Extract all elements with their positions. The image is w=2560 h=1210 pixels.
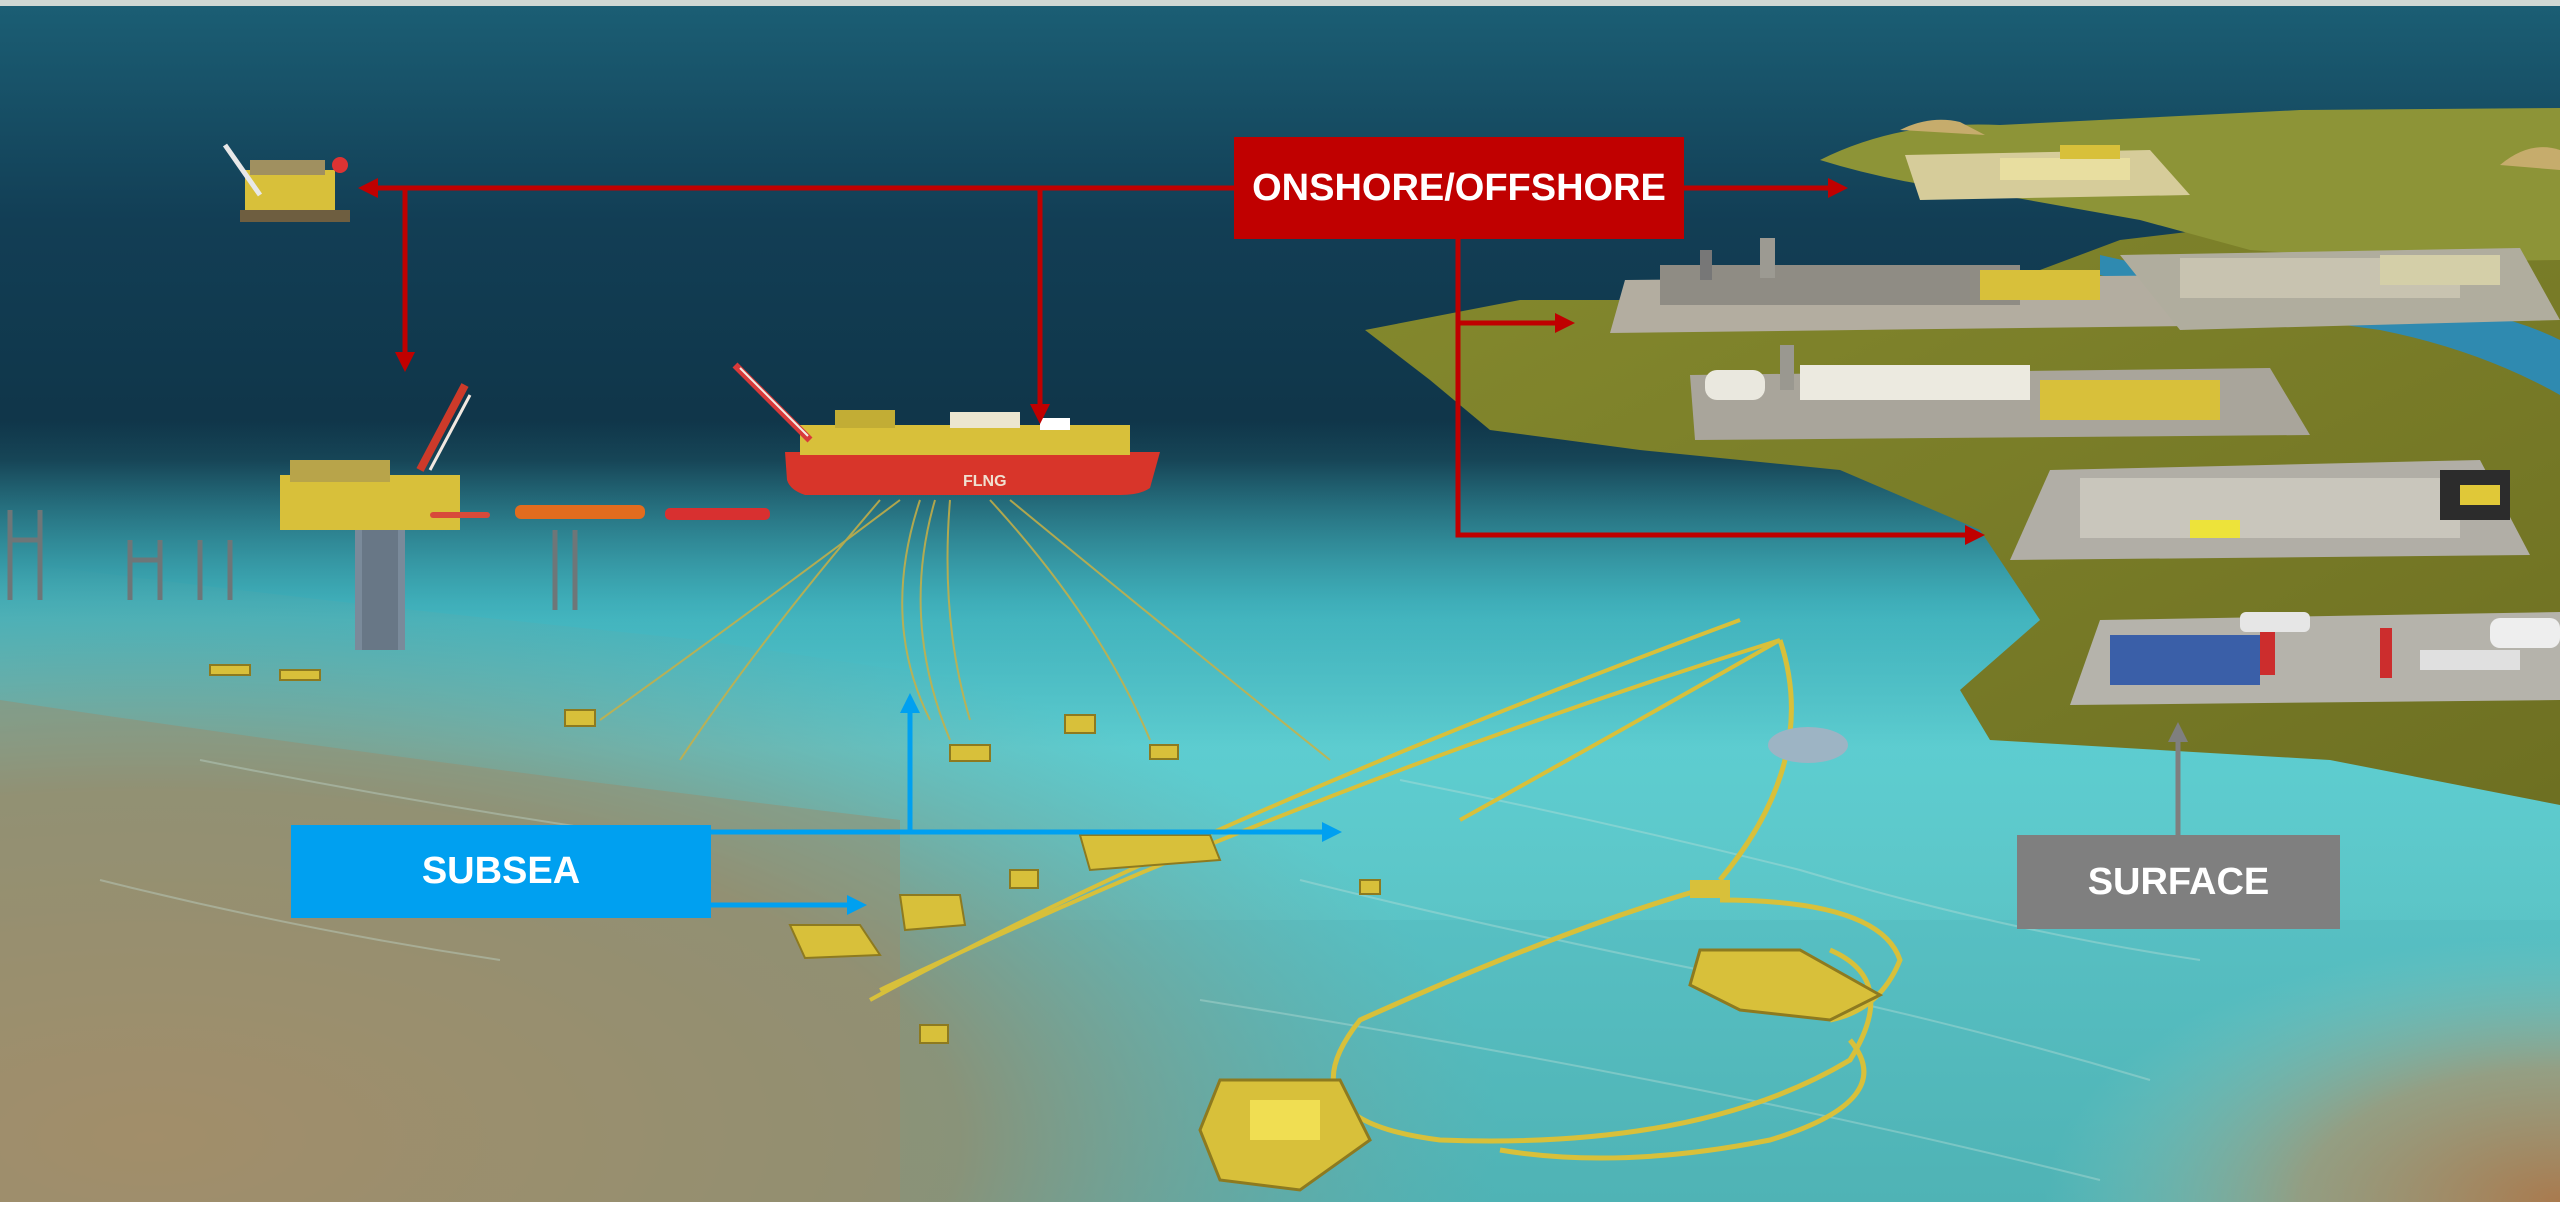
- onshore-offshore-arrows: [372, 185, 1968, 538]
- storage-tank-icon: [2490, 618, 2560, 648]
- seabed-left: [0, 560, 1500, 1202]
- jacket-platforms: [7, 510, 578, 610]
- subsea-arrowheads: [847, 693, 1342, 915]
- processing-plant-icon: [1690, 345, 2310, 440]
- surface-label: SURFACE: [2087, 860, 2270, 903]
- lng-carrier-icon: [665, 508, 770, 520]
- subsea-arrows: [711, 710, 1325, 908]
- subsea-template-icon: [1688, 948, 1884, 1022]
- riser-icon: [599, 499, 1331, 761]
- onshore-offshore-box: [1234, 137, 1684, 239]
- lng-carrier-icon: [515, 505, 645, 519]
- hill: [1900, 119, 1985, 135]
- flng-vessel-icon: FLNG: [732, 362, 1160, 495]
- onshore-offshore-label: ONSHORE/OFFSHORE: [1252, 166, 1666, 209]
- wellpad-icon: [2070, 612, 2560, 705]
- seabed-right: [1700, 760, 2560, 1202]
- subsea-template-icon: [1198, 1078, 1372, 1192]
- surface-box: [2017, 835, 2340, 929]
- processing-plant-icon: [1610, 238, 2270, 333]
- surface-arrowhead: [2168, 722, 2188, 742]
- wellpad-icon: [2010, 460, 2530, 560]
- fixed-platform-icon: [222, 143, 350, 222]
- storage-tank-icon: [2240, 612, 2310, 632]
- subsea-manifold-icon: [209, 664, 1381, 1044]
- hill-right: [2500, 147, 2560, 170]
- upper-landmass: [1820, 108, 2560, 262]
- subsea-box: [291, 825, 711, 918]
- storage-tank-icon: [1705, 370, 1765, 400]
- jackup-rig-icon: [280, 383, 472, 650]
- vessel-name: FLNG: [963, 473, 1007, 490]
- subsea-template-icon: [1690, 880, 1730, 898]
- processing-plant-icon: [2120, 248, 2560, 330]
- pipeline-icon: [1330, 639, 1903, 1161]
- subsea-dome-icon: [1768, 727, 1848, 763]
- processing-plant-icon: [1905, 145, 2190, 200]
- bottom-strip: [0, 1202, 2560, 1210]
- pipeline-icon: [869, 618, 1781, 1002]
- subsea-label: SUBSEA: [421, 850, 581, 892]
- onshore-offshore-arrowheads: [358, 178, 1985, 545]
- lng-carrier-icon: [430, 512, 490, 518]
- top-strip: [0, 0, 2560, 6]
